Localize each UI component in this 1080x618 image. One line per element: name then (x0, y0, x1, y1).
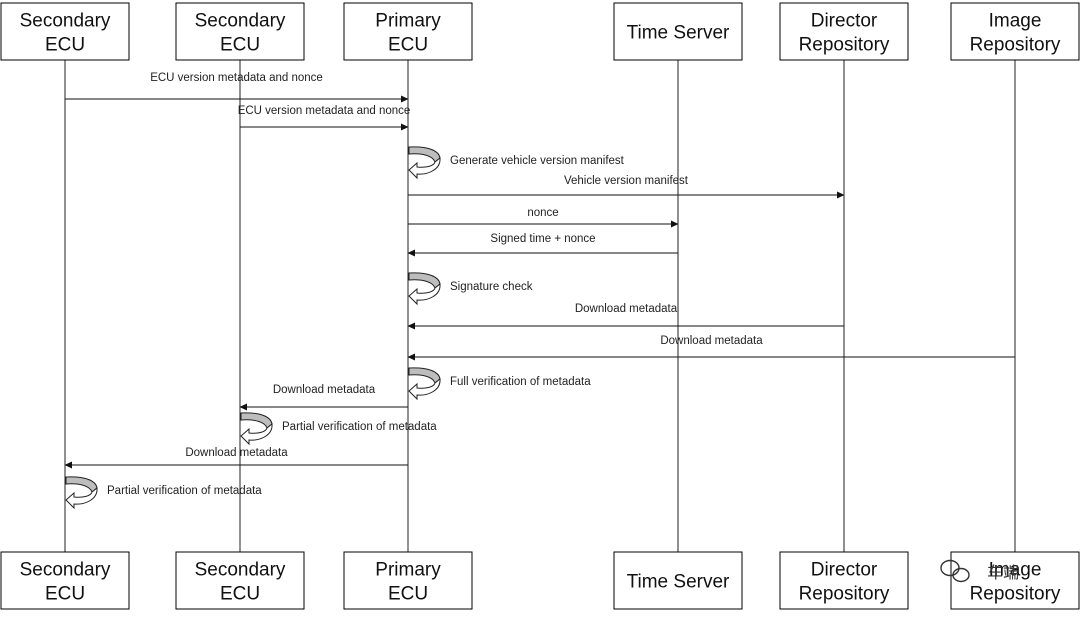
self-loop-icon (408, 272, 441, 306)
participant-label: Secondary (195, 11, 286, 32)
participant-label: Time Server (627, 572, 730, 593)
self-message-label: Generate vehicle version manifest (450, 155, 625, 167)
participant-label: ECU (45, 584, 85, 605)
message-label: Vehicle version manifest (564, 175, 689, 187)
participant-label: Time Server (627, 23, 730, 44)
self-loop-icon (65, 476, 98, 510)
participant-label: ECU (45, 35, 85, 56)
participant-label: Primary (375, 11, 441, 32)
participant-label: Secondary (20, 560, 111, 581)
watermark-text: 车端 (987, 563, 1019, 582)
wechat-icon (940, 559, 970, 583)
participant-label: Director (811, 11, 878, 32)
message-label: nonce (527, 207, 558, 219)
participant-label: Secondary (20, 11, 111, 32)
participant-label: Repository (799, 584, 890, 605)
participant-label: Repository (970, 584, 1061, 605)
lifelines (64, 60, 1016, 552)
participant-box-bottom-time: Time Server (613, 551, 743, 610)
message-label: ECU version metadata and nonce (238, 105, 411, 117)
participant-label: Primary (375, 560, 441, 581)
message-label: ECU version metadata and nonce (150, 72, 323, 84)
participant-label: ECU (388, 584, 428, 605)
message-label: Download metadata (575, 303, 678, 315)
participant-label: ECU (220, 584, 260, 605)
participant-box-top-time: Time Server (613, 2, 743, 61)
participant-label: Image (989, 11, 1042, 32)
self-message-label: Partial verification of metadata (107, 485, 262, 497)
self-loop-icon (408, 146, 441, 180)
self-loop-icon (240, 412, 273, 446)
participant-label: Secondary (195, 560, 286, 581)
participant-label: Image (989, 560, 1042, 581)
message-label: Download metadata (273, 384, 376, 396)
message-label: Download metadata (185, 447, 288, 459)
participant-label: Repository (970, 35, 1061, 56)
self-message-label: Signature check (450, 281, 533, 293)
self-message-label: Partial verification of metadata (282, 421, 437, 433)
self-loop-icon (408, 367, 441, 401)
participant-label: ECU (388, 35, 428, 56)
message-label: Signed time + nonce (490, 233, 595, 245)
self-message-label: Full verification of metadata (450, 376, 591, 388)
participant-label: ECU (220, 35, 260, 56)
watermark: 车端 (940, 559, 1019, 583)
participant-label: Director (811, 560, 878, 581)
message-label: Download metadata (660, 335, 763, 347)
participant-label: Repository (799, 35, 890, 56)
